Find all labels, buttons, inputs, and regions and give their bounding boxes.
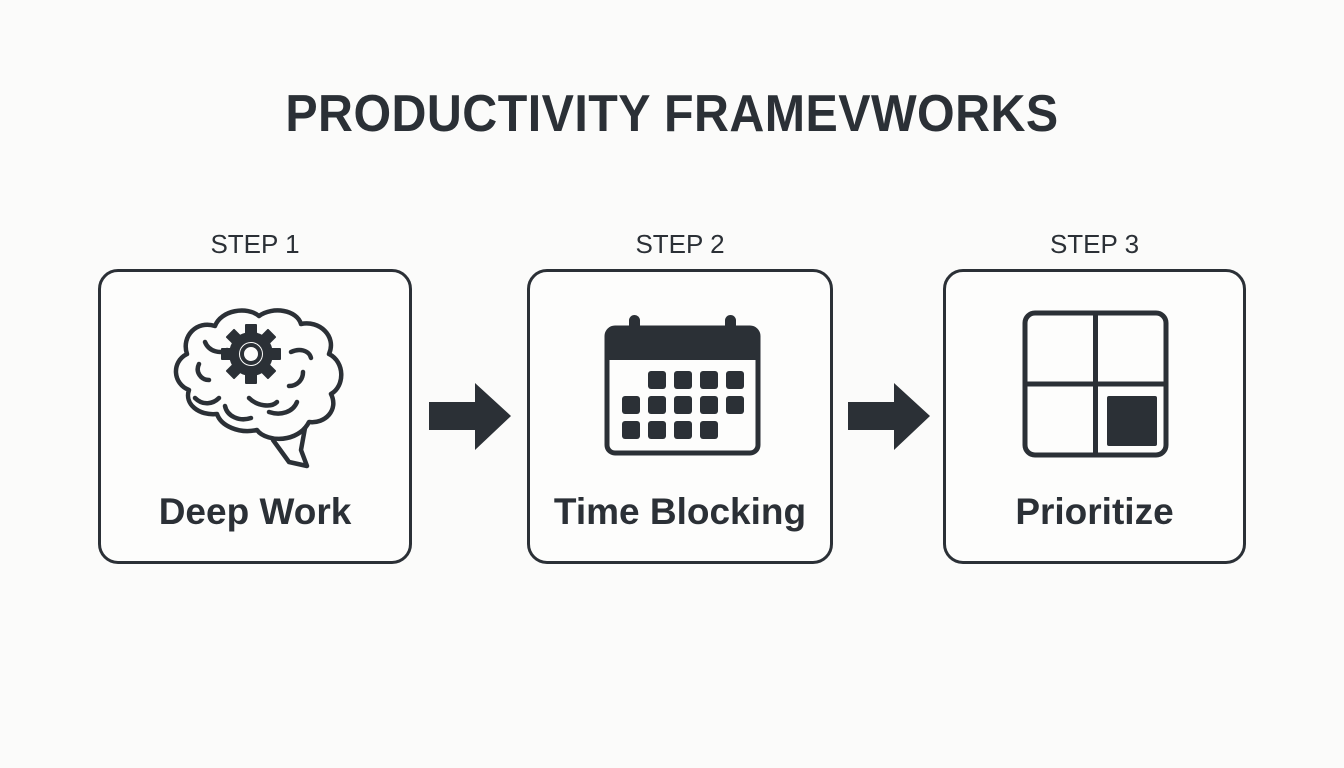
page-title: PRODUCTIVITY FRAMEVWORKS [285, 85, 1059, 143]
step-3-card: Prioritize [943, 269, 1246, 564]
arrow-right-icon [848, 383, 930, 450]
step-3-label: STEP 3 [1049, 229, 1140, 259]
step-1-title: Deep Work [158, 491, 352, 532]
step-2-label: STEP 2 [635, 229, 725, 259]
arrow-right-icon [429, 383, 511, 450]
priority-matrix-icon [1022, 310, 1169, 458]
step-2-title: Time Blocking [553, 491, 807, 532]
calendar-icon [604, 315, 761, 456]
brain-gear-icon [173, 308, 344, 469]
step-2-card: Time Blocking [527, 269, 833, 564]
step-1-card: Deep Work [98, 269, 412, 564]
step-3-title: Prioritize [1015, 491, 1174, 532]
step-1-label: STEP 1 [210, 229, 300, 259]
